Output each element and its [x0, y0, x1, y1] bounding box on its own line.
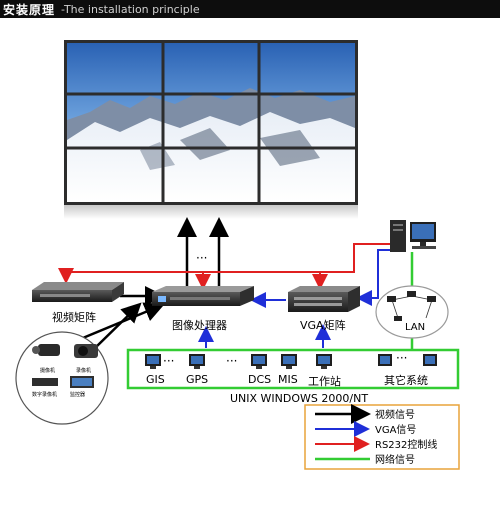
- ellipsis-3: ···: [396, 351, 407, 365]
- ellipsis-1: ···: [163, 354, 174, 368]
- bus-labels: GIS GPS DCS MIS 工作站 其它系统 ··· ··· ··· ···: [146, 251, 428, 388]
- camera-group: 摄像机 录像机 数字录像机 监控器: [15, 331, 109, 425]
- mis-computer-icon: [281, 354, 297, 369]
- dcs-label: DCS: [248, 373, 271, 386]
- svg-text:视频信号: 视频信号: [375, 408, 415, 421]
- video-matrix: 视频矩阵: [32, 282, 124, 324]
- video-wall: [64, 40, 358, 219]
- legend: 视频信号 VGA信号 RS232控制线 网络信号: [304, 404, 460, 470]
- gps-label: GPS: [186, 373, 208, 386]
- header-bar: 安装原理 -The installation principle: [0, 0, 500, 18]
- other-systems-label: 其它系统: [384, 373, 428, 387]
- legend-item-vga: VGA信号: [315, 421, 416, 437]
- dcs-computer-icon: [251, 354, 267, 369]
- platform-label: UNIX WINDOWS 2000/NT: [230, 392, 368, 405]
- other-system-computer-icon-1: [378, 354, 392, 366]
- camera-label: 摄像机: [40, 367, 55, 374]
- video-matrix-label: 视频矩阵: [52, 310, 96, 324]
- ellipsis-top: ···: [196, 251, 207, 265]
- rs232-lines: [58, 243, 390, 290]
- lan-label: LAN: [405, 322, 425, 333]
- legend-item-video: 视频信号: [315, 404, 415, 424]
- svg-text:RS232控制线: RS232控制线: [375, 438, 437, 451]
- camera-icon: [38, 344, 60, 356]
- gps-computer-icon: [189, 354, 205, 369]
- svg-text:VGA信号: VGA信号: [375, 424, 416, 436]
- title-en: -The installation principle: [61, 3, 200, 16]
- svg-text:网络信号: 网络信号: [375, 453, 415, 466]
- video-signal-lines: [77, 217, 229, 349]
- recorder-label: 录像机: [76, 367, 91, 374]
- image-processor: 图像处理器: [152, 286, 254, 332]
- title-cn: 安装原理: [3, 3, 56, 17]
- gis-computer-icon: [145, 354, 161, 369]
- image-processor-label: 图像处理器: [172, 319, 227, 332]
- legend-item-network: 网络信号: [315, 453, 415, 466]
- vga-lines: [198, 249, 390, 348]
- dvr-label: 数字录像机: [32, 391, 57, 398]
- mis-label: MIS: [278, 373, 298, 386]
- vga-matrix-label: VGA矩阵: [300, 318, 346, 332]
- workstation-computer-icon: [316, 354, 332, 369]
- lan-cloud: LAN: [375, 285, 449, 339]
- other-system-computer-icon-2: [423, 354, 437, 366]
- dvr-icon: [32, 378, 58, 386]
- workstation-label: 工作站: [308, 374, 341, 388]
- workstation-icons: [145, 354, 437, 369]
- network-lines: [126, 252, 460, 390]
- legend-item-rs232: RS232控制线: [315, 436, 437, 452]
- server-computer: [390, 220, 436, 252]
- vga-matrix: VGA矩阵: [288, 286, 360, 332]
- ellipsis-2: ···: [226, 354, 237, 368]
- gis-label: GIS: [146, 373, 165, 386]
- monitor-label: 监控器: [70, 391, 85, 398]
